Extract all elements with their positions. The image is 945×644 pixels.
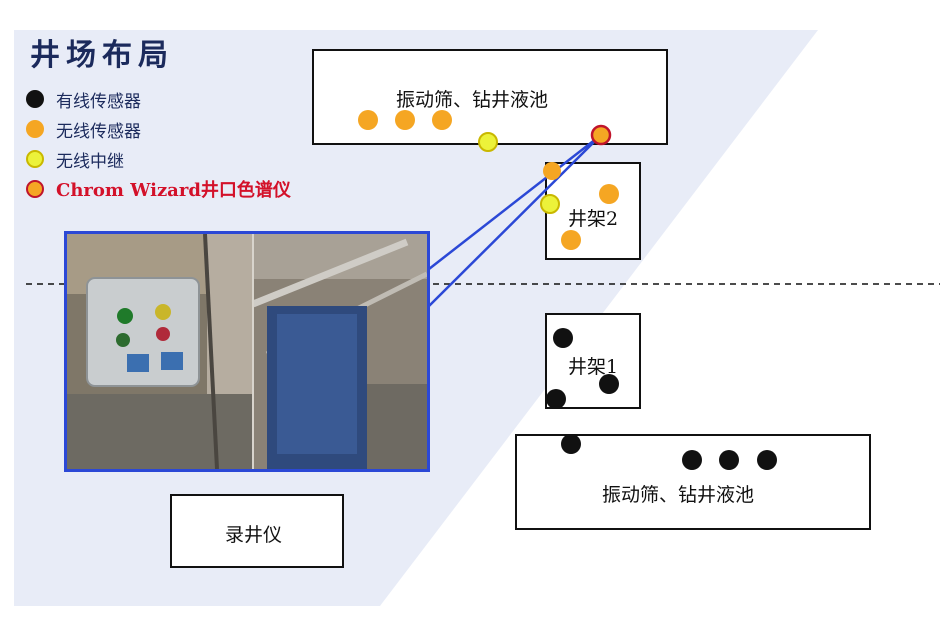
- legend-label-wired: 有线传感器: [56, 91, 141, 112]
- legend-item-relay: 无线中继: [26, 146, 124, 172]
- callout-line-top: [428, 134, 602, 270]
- wired-sensor-dot: [682, 450, 702, 470]
- rig2-label: 井架2: [568, 208, 619, 230]
- chromatograph-photo-image: [67, 234, 427, 469]
- top-shaker-pool-label: 振动筛、钻井液池: [396, 89, 549, 111]
- wireless-sensor-dot: [561, 230, 581, 250]
- chromatograph-dot: [590, 124, 612, 146]
- wireless-relay-dot: [540, 194, 560, 214]
- wireless-sensor-dot: [432, 110, 452, 130]
- wireless-sensor-dot-icon: [26, 120, 44, 138]
- bottom-shaker-pool-label: 振动筛、钻井液池: [602, 484, 755, 506]
- wireless-relay-dot-icon: [26, 150, 44, 168]
- rig2-box: [545, 162, 641, 260]
- page-title: 井场布局: [30, 38, 174, 73]
- chromatograph-dot-icon: [26, 180, 44, 198]
- callout-line-bottom: [428, 134, 602, 307]
- chromatograph-photo: [64, 231, 430, 472]
- legend-item-wired: 有线传感器: [26, 86, 141, 112]
- rig1-label: 井架1: [568, 356, 619, 378]
- wired-sensor-dot: [561, 434, 581, 454]
- wireless-relay-dot: [478, 132, 498, 152]
- legend-label-relay: 无线中继: [56, 151, 124, 172]
- legend-item-wireless: 无线传感器: [26, 116, 141, 142]
- wireless-sensor-dot: [599, 184, 619, 204]
- legend-item-chrom: Chrom Wizard井口色谱仪: [26, 176, 291, 202]
- wired-sensor-dot-icon: [26, 90, 44, 108]
- wired-sensor-dot: [553, 328, 573, 348]
- wired-sensor-dot: [757, 450, 777, 470]
- wired-sensor-dot: [546, 389, 566, 409]
- mud-logger-box: [170, 494, 344, 568]
- wireless-sensor-dot: [395, 110, 415, 130]
- mud-logger-label: 录井仪: [225, 524, 283, 546]
- legend-label-wireless: 无线传感器: [56, 121, 141, 142]
- wired-sensor-dot: [599, 374, 619, 394]
- wireless-sensor-dot: [543, 162, 561, 180]
- wired-sensor-dot: [719, 450, 739, 470]
- legend-label-chrom: Chrom Wizard井口色谱仪: [56, 180, 291, 201]
- wireless-sensor-dot: [358, 110, 378, 130]
